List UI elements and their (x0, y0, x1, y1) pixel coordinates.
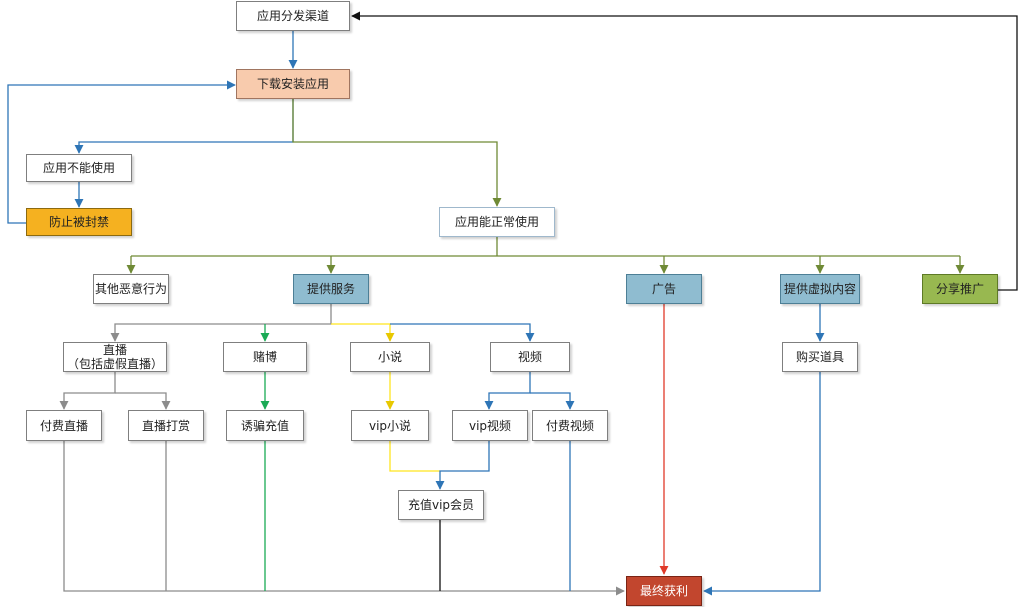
node-app-usable: 应用能正常使用 (439, 207, 555, 237)
edge-live-tips (115, 392, 171, 410)
node-provide-service: 提供服务 (293, 274, 369, 304)
edge-live-paid (59, 372, 116, 410)
node-other-malicious: 其他恶意行为 (93, 274, 169, 304)
node-ads: 广告 (626, 274, 702, 304)
node-live: 直播（包括虚假直播） (63, 342, 167, 372)
node-recharge-vip: 充值vip会员 (398, 490, 484, 520)
edge-download-unusable (74, 99, 294, 154)
node-gambling: 赌博 (223, 342, 307, 372)
node-paid-live: 付费直播 (26, 410, 102, 441)
node-vip-video: vip视频 (452, 410, 528, 441)
edge-service-video (390, 323, 535, 342)
node-novel: 小说 (350, 342, 430, 372)
edge-service-live (110, 304, 332, 342)
node-video: 视频 (490, 342, 570, 372)
node-prevent-ban: 防止被封禁 (26, 208, 132, 236)
node-virtual-content: 提供虚拟内容 (780, 274, 860, 304)
node-vip-novel: vip小说 (351, 410, 429, 441)
edge-video-paid (530, 392, 575, 410)
node-fraud-recharge: 诱骗充值 (226, 410, 304, 441)
node-download-install: 下载安装应用 (236, 69, 350, 99)
edge-vipnovel-recharge (389, 441, 440, 472)
edge-usable-branches (131, 237, 960, 257)
node-paid-video: 付费视频 (532, 410, 608, 441)
edge-vipvideo-recharge (435, 441, 490, 490)
edge-download-usable (292, 99, 502, 207)
edge-props-profit (703, 372, 821, 596)
node-buy-props: 购买道具 (782, 342, 858, 372)
node-app-unusable: 应用不能使用 (26, 154, 132, 182)
node-app-distribution: 应用分发渠道 (236, 1, 350, 31)
node-final-profit: 最终获利 (626, 576, 702, 606)
edge-paidlive-profit (63, 441, 625, 596)
edge-service-novel (331, 323, 395, 342)
edge-share-distribution (351, 11, 1018, 291)
edge-ban-download (7, 80, 236, 224)
node-share-promote: 分享推广 (922, 274, 998, 304)
node-live-tips: 直播打赏 (128, 410, 204, 441)
edge-video-vip (484, 372, 531, 410)
